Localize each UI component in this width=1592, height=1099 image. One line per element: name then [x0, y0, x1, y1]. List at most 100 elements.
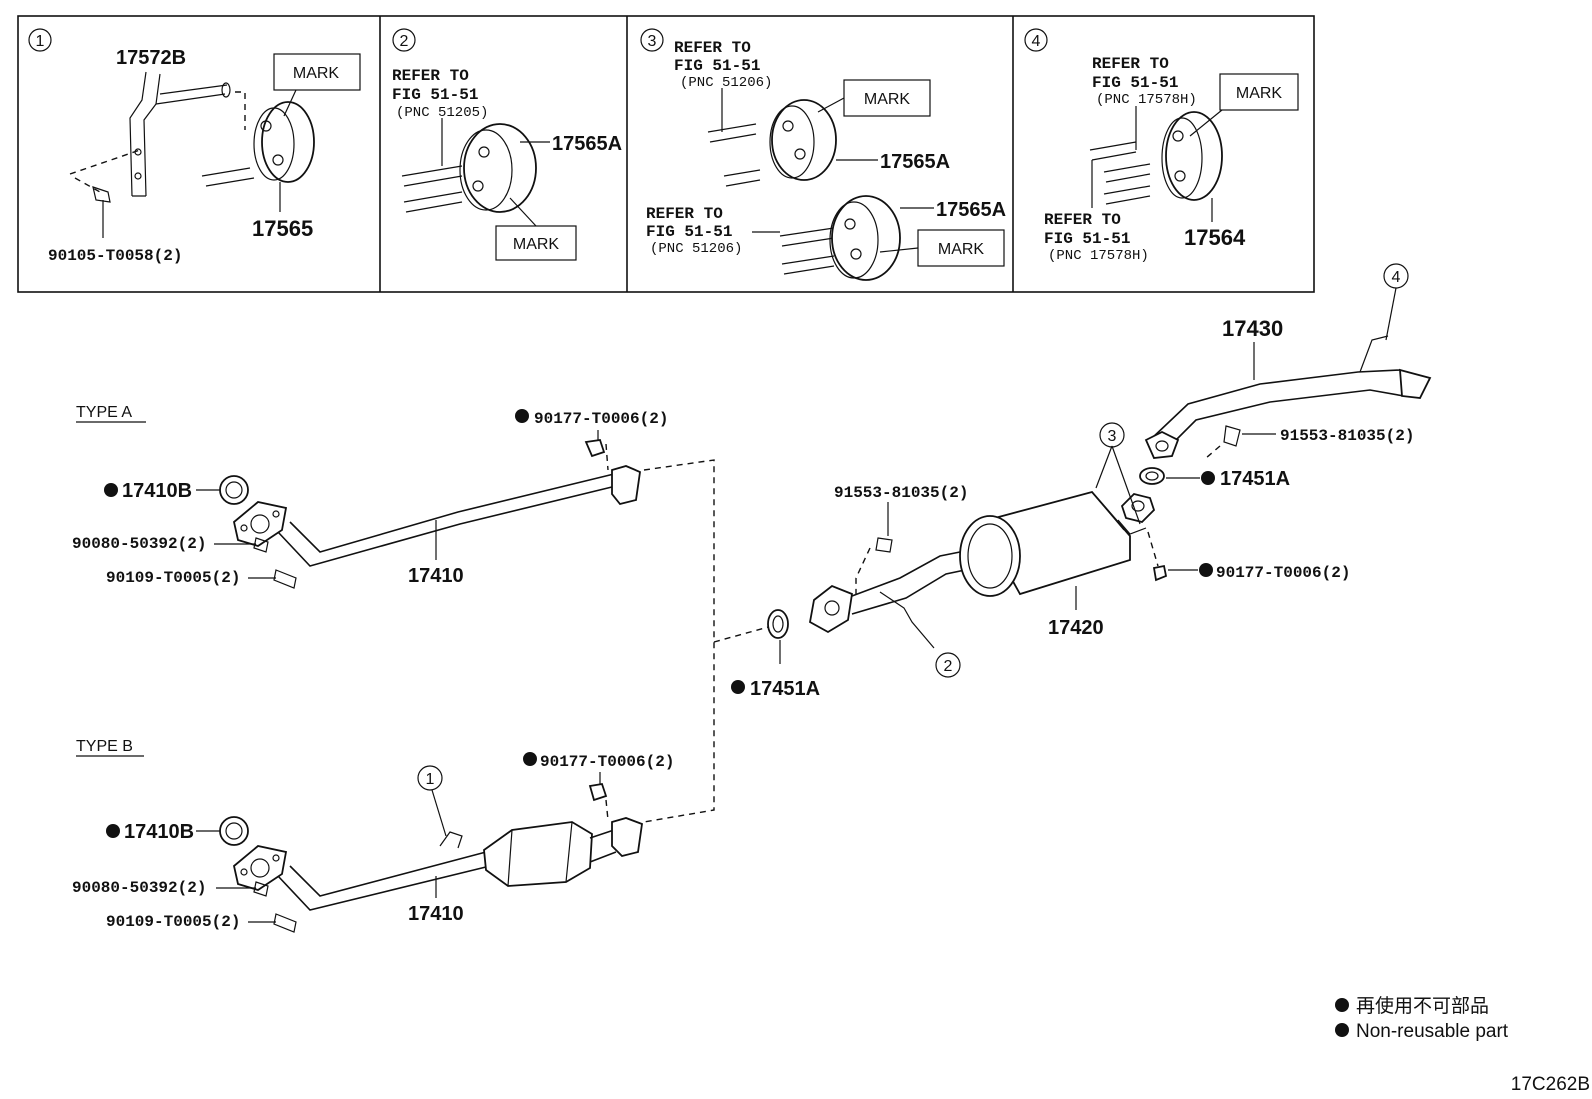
part-number: 90177-T0006(2) — [540, 753, 674, 771]
flange-hole — [250, 858, 270, 878]
part-number: 17410 — [408, 903, 464, 925]
legend-jp: 再使用不可部品 — [1356, 995, 1489, 1017]
callout-number: 3 — [648, 33, 657, 50]
callout-circle — [1099, 422, 1125, 448]
refer-text: FIG 51-51 — [674, 57, 760, 75]
muffler-assembly: 91553-81035(2) 2 3 17420 90177-T0006(2) — [808, 422, 1350, 678]
callout-number: 2 — [944, 658, 953, 675]
nut-shape — [1152, 564, 1168, 582]
figure-code: 17C262B — [1511, 1074, 1590, 1095]
pipe-end-flange — [611, 465, 641, 506]
leader-line — [817, 97, 845, 113]
flange-hole — [1155, 440, 1169, 452]
refer-text: (PNC 51206) — [680, 75, 772, 91]
hanger-face — [459, 129, 513, 211]
part-number: 17565 — [252, 216, 313, 241]
callout-circle — [1024, 28, 1048, 52]
part-number: 17410B — [122, 480, 192, 502]
hanger-face — [829, 201, 879, 279]
center-gasket: 17451A — [731, 609, 820, 700]
part-number: 90080-50392(2) — [72, 879, 206, 897]
callout-number: 4 — [1032, 33, 1041, 50]
refer-text: FIG 51-51 — [1044, 230, 1130, 248]
muffler-end-ring — [967, 523, 1013, 589]
part-number: 17451A — [1220, 468, 1290, 490]
refer-text: FIG 51-51 — [1092, 74, 1178, 92]
callout-circle — [28, 28, 52, 52]
muffler-outlet-flange — [1120, 493, 1156, 523]
non-reusable-dot — [515, 409, 529, 423]
guide-line — [605, 799, 609, 821]
non-reusable-dot — [1199, 563, 1213, 577]
flange-hole — [250, 514, 270, 534]
bolt-shape — [1223, 425, 1241, 447]
leader-line — [1385, 287, 1397, 341]
non-reusable-dot — [104, 483, 118, 497]
gasket-inner — [225, 822, 243, 840]
callout-circle — [417, 765, 443, 791]
hanger-face — [1161, 117, 1203, 199]
rubber-hanger-17565 — [261, 101, 315, 183]
nut-shape — [588, 782, 608, 802]
gasket-17410B — [219, 816, 249, 846]
muffler-inlet-flange — [808, 584, 853, 634]
hanger-hole — [782, 120, 794, 132]
muffler-edge — [1091, 491, 1125, 531]
guide-line — [855, 547, 871, 598]
gasket-17451A — [767, 609, 789, 639]
rubber-hanger-17565A — [463, 123, 537, 213]
detail-box-3: 3 REFER TO FIG 51-51 (PNC 51206) MARK 17… — [640, 28, 1006, 281]
hanger-face — [253, 107, 295, 181]
mark-label: MARK — [293, 65, 340, 82]
part-number: 17410B — [124, 821, 194, 843]
leader-line — [1189, 109, 1223, 137]
non-reusable-dot — [106, 824, 120, 838]
refer-text: REFER TO — [674, 39, 751, 57]
flange-bolt-hole — [240, 868, 248, 876]
refer-text: REFER TO — [646, 205, 723, 223]
bracket-rod — [155, 84, 228, 105]
refer-text: (PNC 51206) — [650, 241, 742, 257]
stud-shape — [273, 569, 297, 589]
part-number: 17572B — [116, 47, 186, 69]
hanger-hole — [272, 154, 284, 166]
legend: 再使用不可部品 Non-reusable part — [1335, 995, 1509, 1042]
part-number: 17565A — [936, 199, 1006, 221]
non-reusable-dot — [1335, 1023, 1349, 1037]
part-number: 17564 — [1184, 225, 1246, 250]
part-number: 90105-T0058(2) — [48, 247, 182, 265]
detail-frame — [17, 15, 1315, 293]
hanger-bracket — [439, 831, 463, 849]
leader-line — [283, 89, 297, 117]
detail-box-2: 2 REFER TO FIG 51-51 (PNC 51205) 17565A … — [392, 28, 622, 261]
guide-line — [74, 177, 101, 193]
hanger-hole — [260, 120, 272, 132]
type-a-label: TYPE A — [76, 404, 132, 421]
bracket-hole — [134, 172, 142, 180]
guide-line — [69, 149, 141, 175]
flange-bolt-hole — [240, 524, 248, 532]
leader-line — [431, 789, 447, 837]
non-reusable-dot — [1201, 471, 1215, 485]
legend-en: Non-reusable part — [1356, 1021, 1509, 1042]
gasket-inner — [225, 481, 243, 499]
callout-number: 3 — [1108, 428, 1117, 445]
flange-hole — [824, 600, 840, 616]
detail-box-4: 4 REFER TO FIG 51-51 (PNC 17578H) MARK R… — [1024, 28, 1299, 264]
hanger-hole — [1174, 170, 1186, 182]
callout-circle — [1383, 263, 1409, 289]
mark-label: MARK — [938, 241, 985, 258]
hanger-hole — [850, 248, 862, 260]
refer-text: (PNC 17578H) — [1096, 92, 1197, 108]
leader-line — [1095, 445, 1113, 489]
part-number: 17565A — [880, 151, 950, 173]
front-pipe-17410 — [277, 473, 617, 567]
callout-number: 1 — [426, 771, 435, 788]
mark-label: MARK — [513, 236, 560, 253]
part-number: 17451A — [750, 678, 820, 700]
type-b-label: TYPE B — [76, 738, 133, 755]
part-number: 91553-81035(2) — [834, 484, 968, 502]
hanger-hole — [478, 146, 490, 158]
callout-circle — [640, 28, 664, 52]
